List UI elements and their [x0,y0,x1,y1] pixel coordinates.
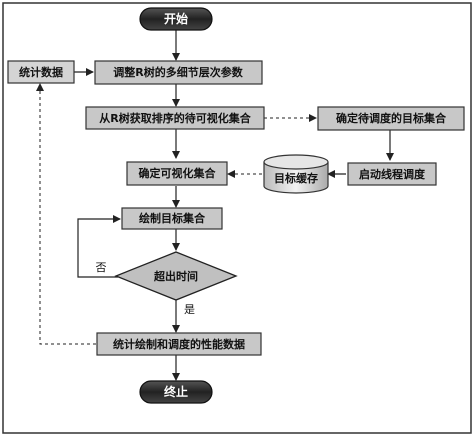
node-perf-label: 统计绘制和调度的性能数据 [113,337,245,351]
node-determine-visible [126,161,228,186]
arrow-timeout-no-loop [77,215,121,278]
edge-label-no: 否 [96,261,107,274]
end-label: 终止 [164,384,188,399]
node-fetch-label: 从R树获取排序的待可视化集合 [99,111,251,125]
start-label: 开始 [164,11,188,26]
node-determine-visible-label: 确定可视化集合 [139,166,217,180]
node-determine-target-label: 确定待调度的目标集合 [336,111,447,125]
end-terminator [139,380,213,404]
node-cache-label: 目标缓存 [274,171,318,185]
node-draw-label: 绘制目标集合 [139,211,206,225]
start-terminator [139,7,213,31]
arrow-perf-to-stats [36,83,96,345]
edge-label-yes: 是 [184,303,195,316]
node-timeout-decision [114,251,238,301]
node-cache [263,154,329,194]
node-stats-label: 统计数据 [19,65,63,79]
node-thread-label: 启动线程调度 [359,167,426,181]
node-stats [7,60,75,84]
node-adjust [94,60,263,85]
node-timeout-label: 超出时间 [153,269,198,283]
node-adjust-label: 调整R树的多细节层次参数 [113,65,243,79]
node-fetch [85,106,265,130]
node-thread [347,162,437,186]
node-draw [121,207,223,230]
node-determine-target [317,106,465,131]
node-perf [96,332,262,356]
